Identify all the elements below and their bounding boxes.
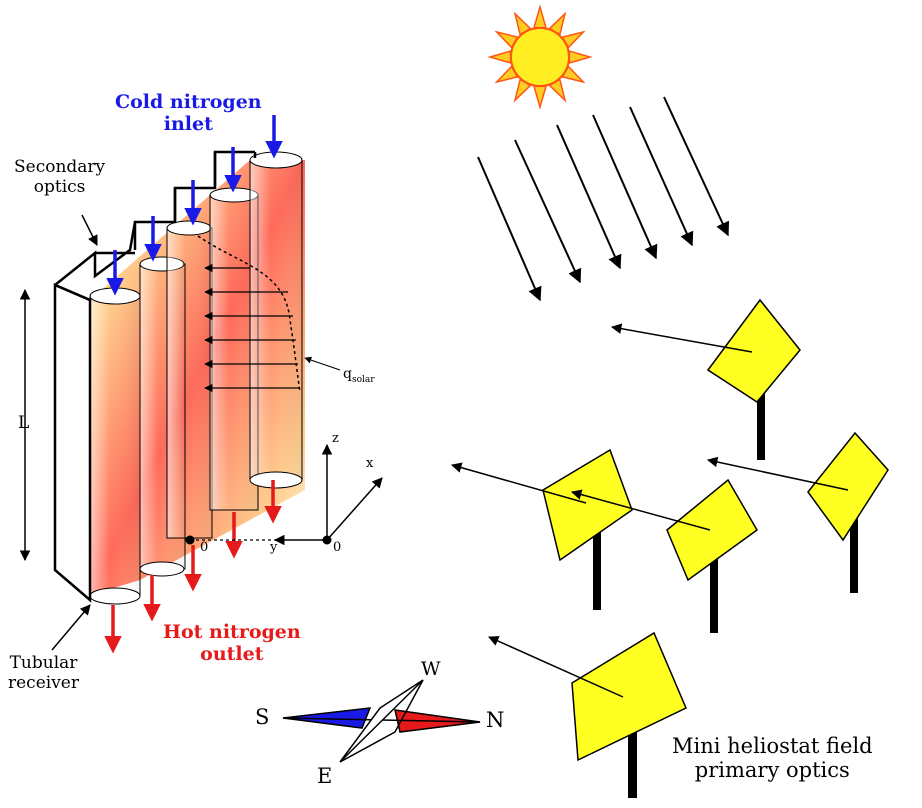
tube-1 (89, 287, 141, 605)
compass-icon (282, 679, 481, 763)
cold-inlet-label: Cold nitrogen inlet (115, 91, 262, 135)
solar-rays (477, 96, 730, 302)
compass-north-label: N (486, 708, 505, 732)
axis-x-label: x (366, 456, 374, 471)
sun-ray (487, 50, 512, 64)
heliostat-1 (610, 298, 801, 460)
tube-3 (166, 220, 213, 539)
length-label: L (18, 413, 30, 433)
heliostat-5 (488, 631, 687, 798)
sun-ray (533, 85, 547, 110)
receiver-side-wall (53, 283, 92, 603)
compass-west-label: W (421, 658, 441, 680)
hot-outlet-arrows (104, 480, 282, 654)
tube-5 (249, 151, 303, 489)
tubular-receiver-label: Tubular receiver (8, 653, 79, 693)
solar-flux-profile (197, 235, 341, 393)
q-solar-label: qsolar (343, 366, 375, 385)
sun-ray (533, 4, 547, 29)
origin-label-1: 0 (200, 540, 209, 555)
axis-z-label: z (332, 431, 339, 446)
origin-label-2: 0 (333, 540, 342, 555)
coordinate-axes (185, 443, 383, 546)
hot-outlet-label: Hot nitrogen outlet (163, 621, 301, 665)
compass-east-label: E (317, 764, 333, 788)
heliostat-4 (570, 478, 758, 633)
tubular-receiver (19, 115, 383, 654)
axis-y-label: y (270, 540, 278, 555)
sun-ray (568, 50, 593, 64)
sun-icon (487, 4, 593, 110)
secondary-optics-label: Secondary optics (14, 157, 106, 197)
heliostat-2 (706, 431, 889, 593)
cold-inlet-arrows (106, 115, 283, 296)
heliostat-3 (450, 448, 633, 610)
heliostat-field-label: Mini heliostat field primary optics (672, 734, 873, 783)
compass-south-label: S (255, 705, 270, 729)
